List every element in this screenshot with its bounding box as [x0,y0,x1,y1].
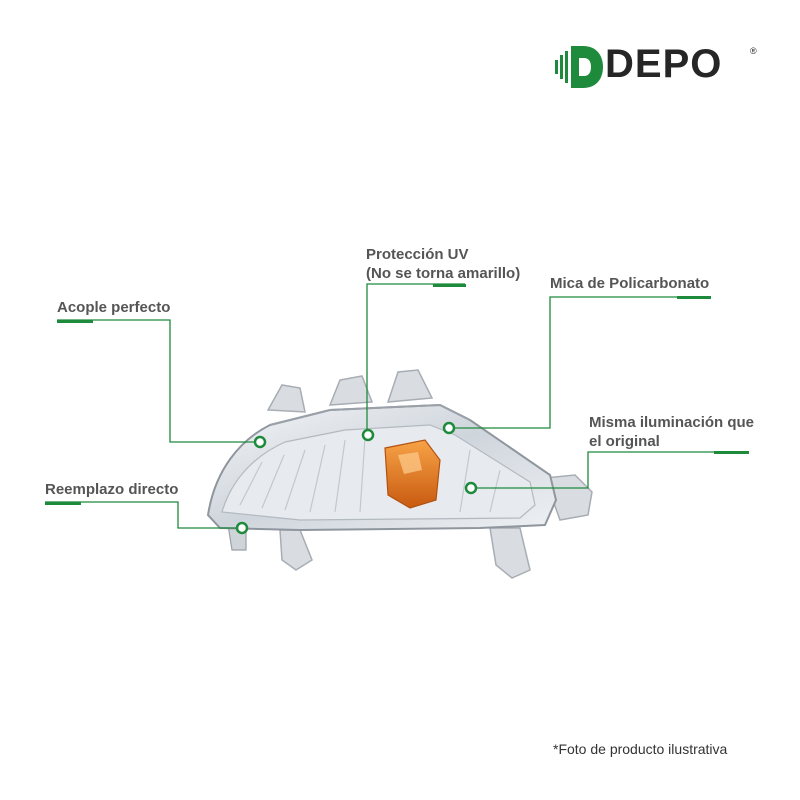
callout-dots [235,421,478,535]
depo-logo-icon [555,46,603,88]
lens-top-rim [269,403,471,426]
amber-bulb [384,439,441,509]
callout-acople-underline [57,320,93,323]
depo-logo: DEPO ® [553,42,763,92]
callout-iluminacion-underline [714,451,749,454]
callout-mica-text: Mica de Policarbonato [550,275,710,292]
lens-facets [239,437,501,513]
leader-iluminacion [471,451,748,489]
dot-iluminacion [464,481,478,495]
callout-mica-underline [677,296,711,299]
top-bracket-2 [328,375,374,406]
callout-acople-text: Acople perfecto [57,299,171,316]
dot-uv [361,428,375,442]
dot-mica [442,421,456,435]
bottom-bracket [279,529,313,571]
leader-lines [45,283,748,529]
top-bracket [266,384,306,413]
callout-uv-underline [433,284,466,287]
callout-iluminacion: Misma iluminación que el original [589,413,754,451]
dot-acople [253,435,267,449]
registered-mark: ® [750,46,757,56]
callout-uv-line-1: Protección UV [366,246,469,263]
leader-acople [57,319,258,443]
dot-reemplazo [235,521,249,535]
bulb-highlight [398,452,422,474]
bottom-bracket-2 [489,527,531,579]
callout-acople: Acople perfecto [57,298,170,317]
callout-iluminacion-line-2: el original [589,433,660,450]
callout-mica: Mica de Policarbonato [550,274,709,293]
callout-reemplazo-underline [45,502,81,505]
callout-uv-line-2: (No se torna amarillo) [366,265,521,282]
callout-iluminacion-line-1: Misma iluminación que [589,414,755,431]
callout-reemplazo: Reemplazo directo [45,480,178,499]
callout-uv: Protección UV (No se torna amarillo) [366,245,520,283]
callout-reemplazo-text: Reemplazo directo [45,481,179,498]
brand-name: DEPO [605,42,723,86]
leader-reemplazo [45,501,242,529]
top-bracket-3 [386,369,434,403]
lens-inner [221,424,536,521]
footnote: *Foto de producto ilustrativa [553,741,728,757]
turn-signal-lamp-icon [206,369,593,579]
leader-mica [449,296,710,429]
leader-uv [366,283,465,434]
right-bracket [543,474,593,521]
